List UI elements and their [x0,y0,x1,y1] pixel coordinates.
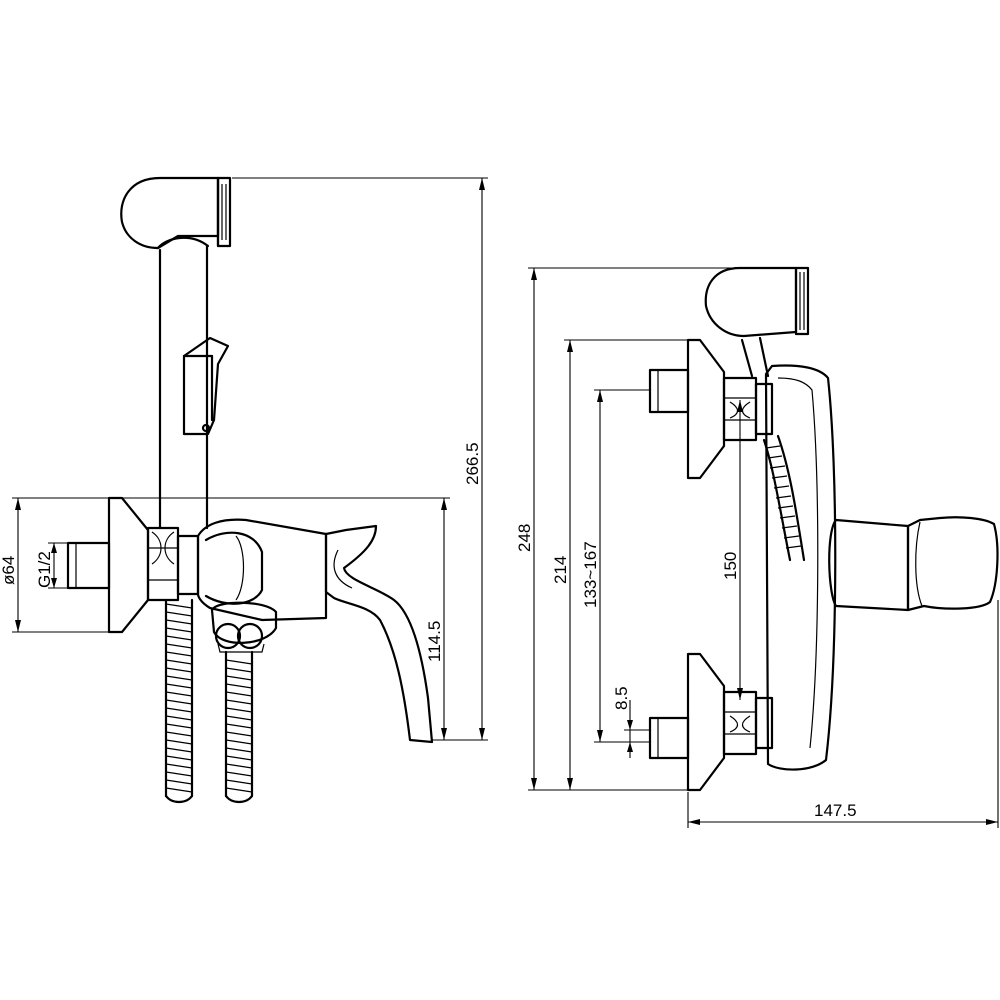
side-hose [740,336,806,562]
upper-wall-plate [648,338,726,480]
wall-flange [107,496,150,634]
dim-label-inlet-offset: 8.5 [612,686,631,710]
dim-label-inlet-range: 133~167 [581,541,600,608]
hex-nut [146,526,180,602]
dim-label-diameter: ø64 [0,556,18,585]
lower-wall-plate [648,652,726,792]
inlet-connector [66,541,111,590]
right-hose [224,650,254,804]
hand-shower-head [120,176,232,250]
side-view [528,266,999,828]
mixer-body [176,518,328,622]
side-bracket-plate [764,364,837,771]
front-view [12,176,488,804]
lever-handle [324,524,434,744]
hose-elbow [210,601,278,653]
shower-stem [158,244,209,530]
side-shower-head [704,266,810,338]
front-dimensions [12,177,488,741]
shower-trigger [182,336,230,436]
dim-label-total-height: 266.5 [463,442,482,485]
lower-hex-nut [722,690,774,756]
upper-hex-nut [722,376,774,442]
dim-label-depth: 147.5 [814,801,857,820]
dim-label-thread: G1/2 [35,551,54,588]
left-hose [164,598,194,804]
dim-label-side-height: 248 [515,524,534,552]
dim-label-mixer-height: 114.5 [425,621,444,662]
dim-label-side-214: 214 [551,556,570,584]
side-dimensions [528,267,999,828]
side-mixer-body [828,516,999,612]
dim-label-center-distance: 150 [721,552,740,580]
